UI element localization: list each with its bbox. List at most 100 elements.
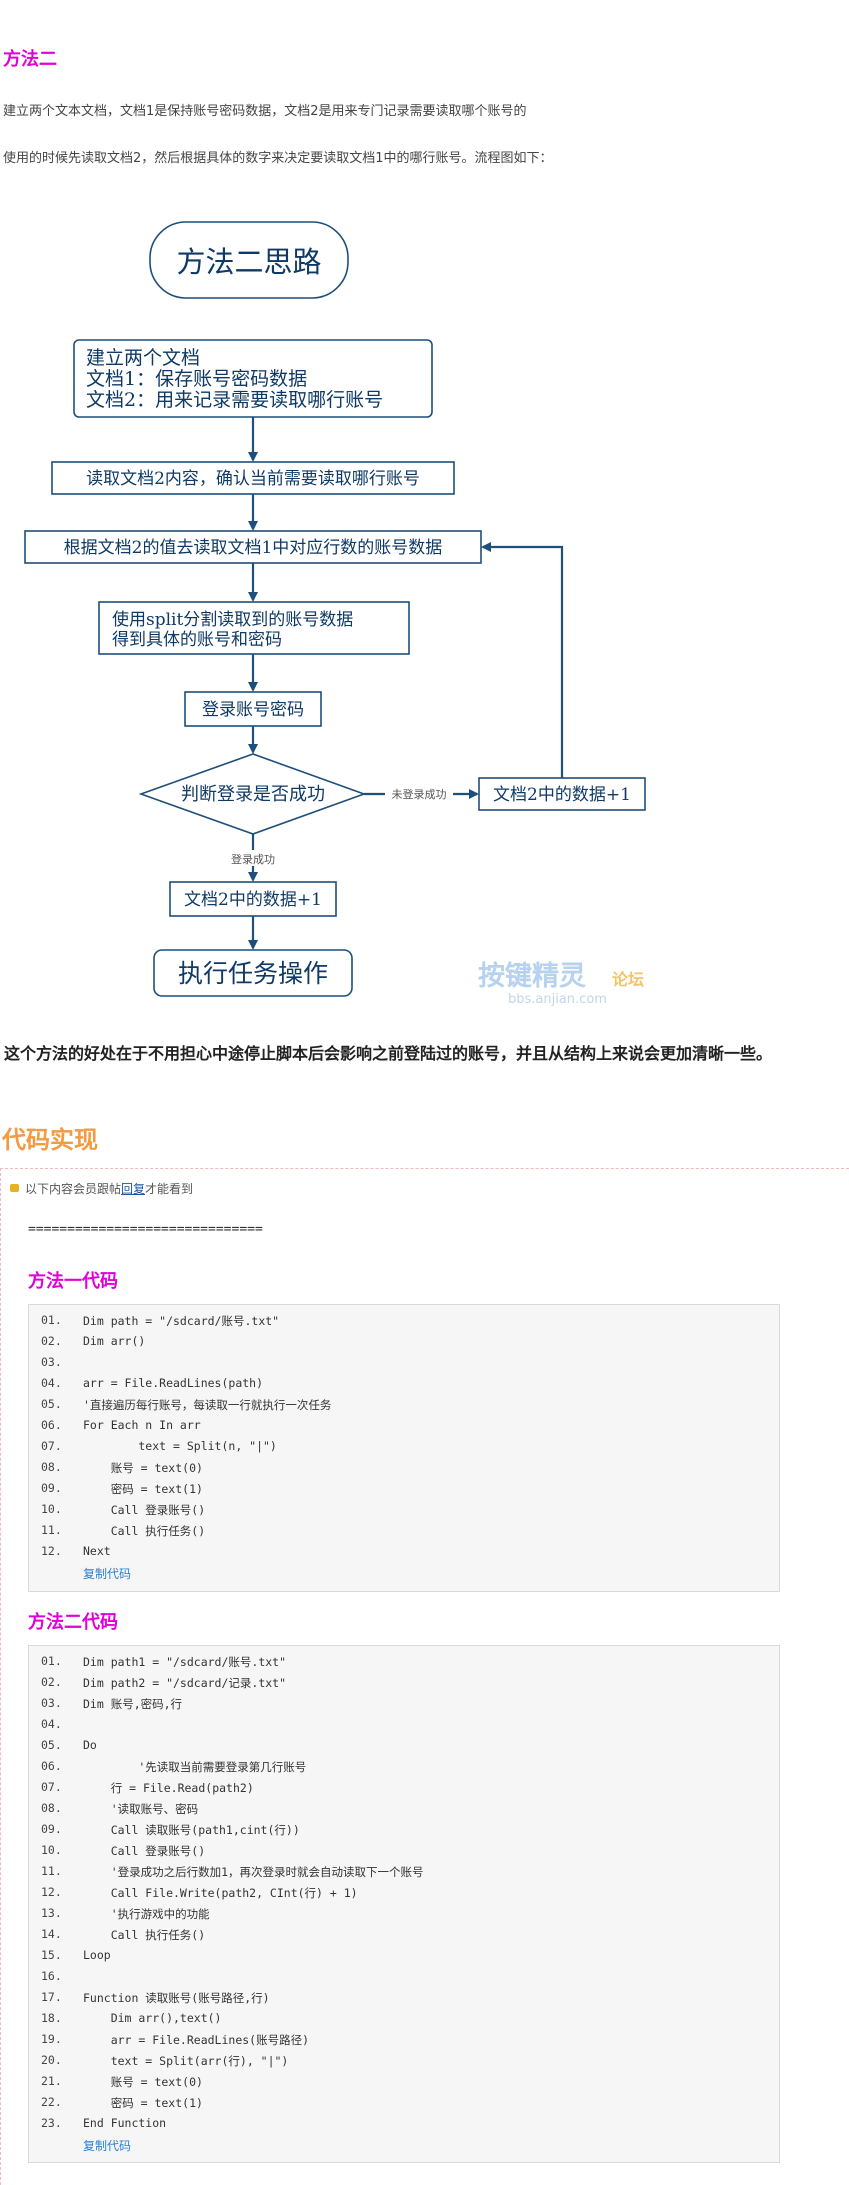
lock-icon bbox=[10, 1184, 19, 1192]
line-number: 08. bbox=[41, 1801, 62, 1815]
code-text: Dim path1 = "/sdcard/账号.txt" bbox=[83, 1655, 287, 1669]
code-text: Dim path2 = "/sdcard/记录.txt" bbox=[83, 1676, 287, 1690]
code-line: 23.End Function bbox=[29, 2116, 779, 2137]
code-line: 07. 行 = File.Read(path2) bbox=[29, 1780, 779, 1801]
line-number: 10. bbox=[41, 1843, 62, 1857]
code-text: '直接遍历每行账号，每读取一行就执行一次任务 bbox=[83, 1398, 332, 1412]
intro-line-1: 建立两个文本文档，文档1是保持账号密码数据，文档2是用来专门记录需要读取哪个账号… bbox=[3, 104, 527, 119]
code-block-1: 01.Dim path = "/sdcard/账号.txt"02. Dim arr… bbox=[28, 1304, 780, 1592]
code-text: 账号 = text(0) bbox=[83, 1461, 203, 1475]
flow-final-text: 执行任务操作 bbox=[178, 959, 328, 988]
code-line: 22. 密码 = text(1) bbox=[29, 2095, 779, 2116]
line-number: 09. bbox=[41, 1822, 62, 1836]
line-number: 12. bbox=[41, 1885, 62, 1899]
code-line: 09. Call 读取账号(path1,cint(行)) bbox=[29, 1822, 779, 1843]
line-number: 23. bbox=[41, 2116, 62, 2130]
line-number: 04. bbox=[41, 1376, 62, 1390]
code-text: Call 读取账号(path1,cint(行)) bbox=[83, 1823, 300, 1837]
flow-fail-box-text: 文档2中的数据+1 bbox=[493, 785, 631, 805]
method2-heading: 方法二 bbox=[3, 49, 57, 70]
copy-code-button-2[interactable]: 复制代码 bbox=[83, 2139, 132, 2153]
code-text: '先读取当前需要登录第几行账号 bbox=[83, 1760, 307, 1774]
code-line: 12.Next bbox=[29, 1544, 779, 1565]
code-text: 行 = File.Read(path2) bbox=[83, 1781, 254, 1795]
code-line: 14. Call 执行任务() bbox=[29, 1927, 779, 1948]
flow-success-label: 登录成功 bbox=[231, 852, 275, 866]
code-line: 06. For Each n In arr bbox=[29, 1418, 779, 1439]
code-text: For Each n In arr bbox=[83, 1418, 201, 1432]
flow-fail-increment bbox=[478, 777, 646, 811]
line-number: 02. bbox=[41, 1334, 62, 1348]
line-number: 10. bbox=[41, 1502, 62, 1516]
code-line: 01.Dim path = "/sdcard/账号.txt" bbox=[29, 1313, 779, 1334]
code-line: 04. bbox=[29, 1717, 779, 1738]
flow-fail-label: 未登录成功 bbox=[392, 787, 447, 801]
code-line: 16. bbox=[29, 1969, 779, 1990]
code-text: 账号 = text(0) bbox=[83, 2075, 203, 2089]
summary-text: 这个方法的好处在于不用担心中途停止脚本后会影响之前登陆过的账号，并且从结构上来说… bbox=[4, 1044, 773, 1063]
line-number: 14. bbox=[41, 1927, 62, 1941]
line-number: 03. bbox=[41, 1355, 62, 1369]
line-number: 03. bbox=[41, 1696, 62, 1710]
code-line: 03. Dim 账号,密码,行 bbox=[29, 1696, 779, 1717]
line-number: 17. bbox=[41, 1990, 62, 2004]
flow-title-shape bbox=[149, 221, 349, 299]
code-text: '读取账号、密码 bbox=[83, 1802, 199, 1816]
code-section-title: 代码实现 bbox=[2, 1126, 98, 1154]
watermark-brand: 按键精灵 bbox=[478, 960, 586, 992]
flow-final-shape bbox=[153, 949, 353, 997]
line-number: 11. bbox=[41, 1864, 62, 1878]
code-line: 09. 密码 = text(1) bbox=[29, 1481, 779, 1502]
reply-link[interactable]: 回复 bbox=[121, 1182, 146, 1196]
code-text: 密码 = text(1) bbox=[83, 2096, 203, 2110]
line-number: 05. bbox=[41, 1397, 62, 1411]
line-number: 06. bbox=[41, 1759, 62, 1773]
code-text: text = Split(arr(行), "|") bbox=[83, 2054, 289, 2068]
code-text: Dim 账号,密码,行 bbox=[83, 1697, 183, 1711]
code-line: 12. Call File.Write(path2, CInt(行) + 1) bbox=[29, 1885, 779, 1906]
line-number: 09. bbox=[41, 1481, 62, 1495]
code-line: 10. Call 登录账号() bbox=[29, 1502, 779, 1523]
line-number: 01. bbox=[41, 1654, 62, 1668]
line-number: 22. bbox=[41, 2095, 62, 2109]
code-text: Dim arr(),text() bbox=[83, 2011, 222, 2025]
line-number: 11. bbox=[41, 1523, 62, 1537]
line-number: 16. bbox=[41, 1969, 62, 1983]
code-line: 21. 账号 = text(0) bbox=[29, 2074, 779, 2095]
flow-step-login bbox=[184, 691, 322, 727]
code-text: Do bbox=[83, 1738, 97, 1752]
copy-code-button-1[interactable]: 复制代码 bbox=[83, 1567, 132, 1581]
code-text: 密码 = text(1) bbox=[83, 1482, 203, 1496]
notice-post: 才能看到 bbox=[145, 1182, 194, 1196]
code-line: 11. Call 执行任务() bbox=[29, 1523, 779, 1544]
flowchart: 方法二思路 建立两个文档 文档1：保存账号密码数据 文档2：用来记录需要读取哪行… bbox=[24, 221, 646, 1007]
code-line: 08. 账号 = text(0) bbox=[29, 1460, 779, 1481]
flow-step3-text: 根据文档2的值去读取文档1中对应行数的账号数据 bbox=[64, 538, 443, 558]
line-number: 15. bbox=[41, 1948, 62, 1962]
code-line: 02. Dim path2 = "/sdcard/记录.txt" bbox=[29, 1675, 779, 1696]
notice-pre: 以下内容会员跟帖 bbox=[25, 1182, 122, 1196]
code-text: Dim arr() bbox=[83, 1334, 146, 1348]
code-line: 17. Function 读取账号(账号路径,行) bbox=[29, 1990, 779, 2011]
flow-title: 方法二思路 bbox=[176, 245, 321, 279]
code-block-2: 01. Dim path1 = "/sdcard/账号.txt" 02. Dim pa… bbox=[28, 1645, 780, 2163]
line-number: 07. bbox=[41, 1780, 62, 1794]
code-line: 19. arr = File.ReadLines(账号路径) bbox=[29, 2032, 779, 2053]
code-line: 10. Call 登录账号() bbox=[29, 1843, 779, 1864]
flow-step1-line1: 建立两个文档 bbox=[86, 347, 200, 369]
line-number: 08. bbox=[41, 1460, 62, 1474]
line-number: 13. bbox=[41, 1906, 62, 1920]
line-number: 20. bbox=[41, 2053, 62, 2067]
code-line: 08. '读取账号、密码 bbox=[29, 1801, 779, 1822]
flow-decision-text: 判断登录是否成功 bbox=[181, 784, 325, 805]
flow-step1-line2: 文档1：保存账号密码数据 bbox=[86, 368, 307, 390]
line-number: 02. bbox=[41, 1675, 62, 1689]
flow-step1-line3: 文档2：用来记录需要读取哪行账号 bbox=[86, 389, 383, 411]
flow-success-increment bbox=[169, 881, 337, 917]
code-text: Next bbox=[83, 1544, 111, 1558]
code-text: Function 读取账号(账号路径,行) bbox=[83, 1991, 270, 2005]
code-line: 13. '执行游戏中的功能 bbox=[29, 1906, 779, 1927]
line-number: 06. bbox=[41, 1418, 62, 1432]
line-number: 21. bbox=[41, 2074, 62, 2088]
code-line: 02. Dim arr() bbox=[29, 1334, 779, 1355]
